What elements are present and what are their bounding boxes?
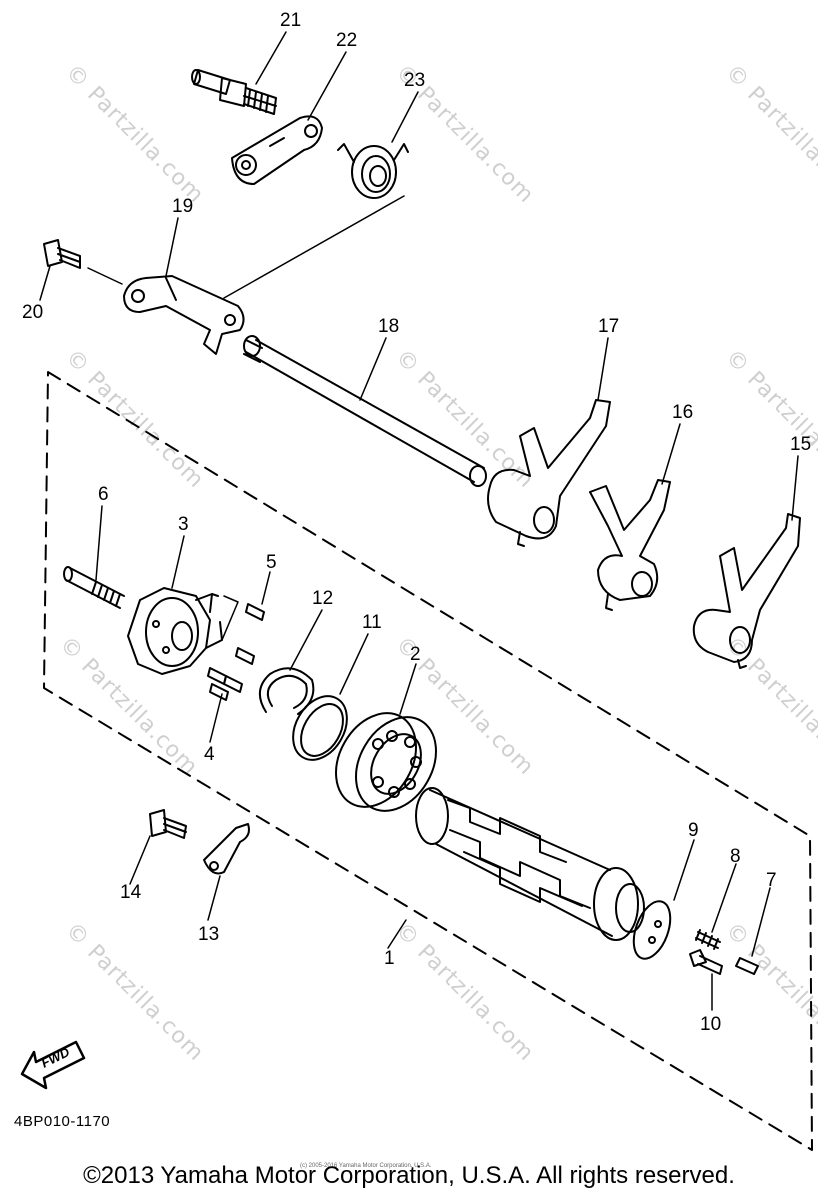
callout-7: 7 <box>766 870 777 891</box>
callout-14: 14 <box>120 882 142 903</box>
callout-9: 9 <box>688 820 699 841</box>
part-15-fork[interactable] <box>692 513 801 669</box>
callout-2: 2 <box>410 644 421 665</box>
part-8-spring[interactable] <box>695 929 721 950</box>
callout-8: 8 <box>730 846 741 867</box>
part-7-pin[interactable] <box>735 957 759 975</box>
callout-5: 5 <box>266 552 277 573</box>
part-23-spring[interactable] <box>223 143 409 299</box>
copyright: ©2013 Yamaha Motor Corporation, U.S.A. A… <box>83 1162 735 1189</box>
part-18-shaft[interactable] <box>243 335 487 487</box>
part-4-pins[interactable] <box>207 647 255 701</box>
part-14-screw[interactable] <box>149 809 187 839</box>
part-10-screw[interactable] <box>689 949 723 975</box>
part-20-screw[interactable] <box>43 239 123 285</box>
callout-labels: 21 22 23 19 20 18 17 16 15 6 3 5 12 11 2… <box>22 10 811 1035</box>
callout-12: 12 <box>312 588 333 609</box>
callout-20: 20 <box>22 302 43 323</box>
part-code: 4BP010-1170 <box>14 1113 111 1130</box>
callout-10: 10 <box>700 1014 721 1035</box>
callout-18: 18 <box>378 316 399 337</box>
part-3-segment[interactable] <box>127 587 239 675</box>
part-1-shift-drum[interactable] <box>415 787 645 941</box>
assembly-boundary <box>43 371 813 1151</box>
part-13-plate[interactable] <box>203 823 250 875</box>
callout-11: 11 <box>362 612 382 633</box>
callout-16: 16 <box>672 402 693 423</box>
callout-1: 1 <box>384 948 395 969</box>
part-17-fork[interactable] <box>487 399 611 547</box>
leader-lines <box>39 31 799 1011</box>
part-19-plate[interactable] <box>123 275 245 355</box>
part-22-lever[interactable] <box>231 115 323 185</box>
part-9-plate[interactable] <box>627 896 678 963</box>
callout-23: 23 <box>404 70 425 91</box>
callout-6: 6 <box>98 484 109 505</box>
fwd-arrow-icon: FWD <box>20 1040 86 1090</box>
part-6-bolt[interactable] <box>63 566 125 609</box>
part-11-ring[interactable] <box>282 687 358 770</box>
callout-19: 19 <box>172 196 193 217</box>
callout-15: 15 <box>790 434 811 455</box>
callout-21: 21 <box>280 10 301 31</box>
callout-3: 3 <box>178 514 189 535</box>
part-2-bearing[interactable] <box>320 699 452 826</box>
part-16-fork[interactable] <box>589 479 671 611</box>
callout-4: 4 <box>204 744 215 765</box>
part-21-bolt[interactable] <box>191 69 277 115</box>
callout-17: 17 <box>598 316 619 337</box>
part-5-pin[interactable] <box>245 603 265 621</box>
callout-22: 22 <box>336 30 357 51</box>
copyright-small: (c) 2005-2016 Yamaha Motor Corporation, … <box>300 1163 432 1169</box>
callout-13: 13 <box>198 924 219 945</box>
